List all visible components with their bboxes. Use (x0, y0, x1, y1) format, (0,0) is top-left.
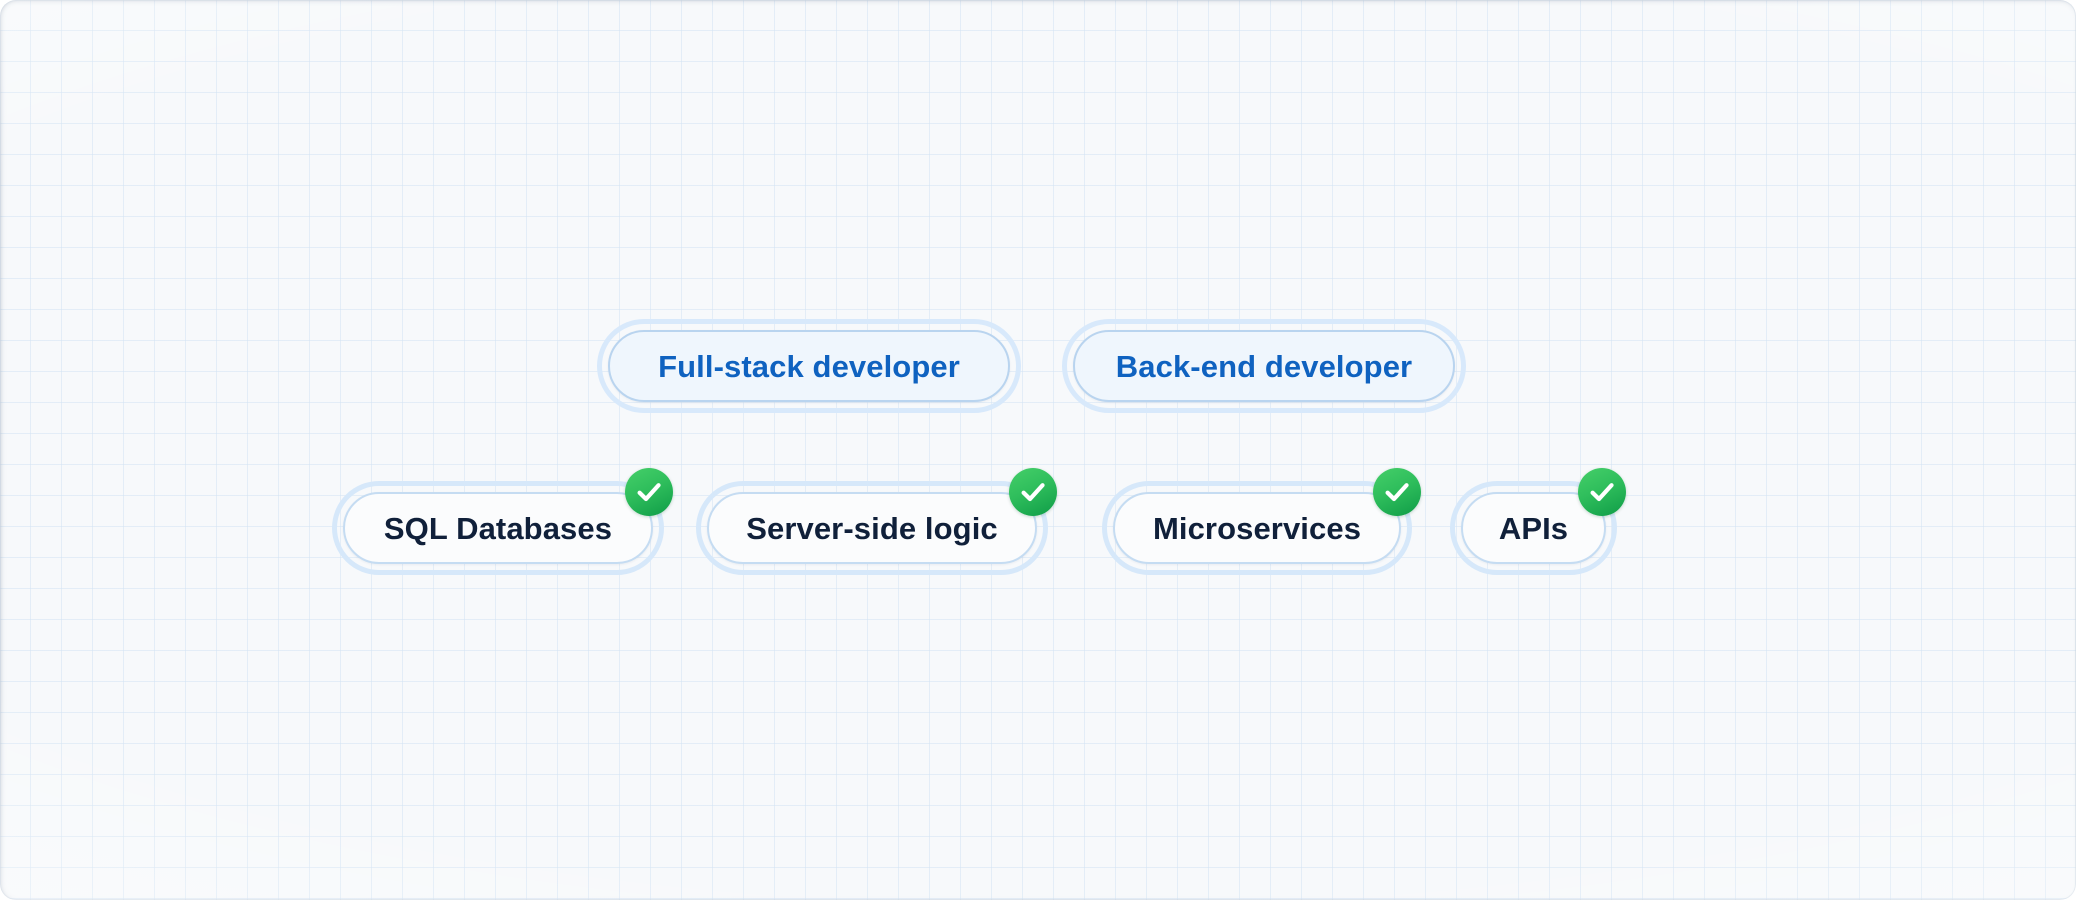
node-full-stack-developer[interactable]: Full-stack developer (597, 319, 1021, 413)
check-icon[interactable] (625, 468, 673, 516)
node-label: APIs (1498, 510, 1569, 546)
node-label: SQL Databases (383, 510, 613, 546)
node-server-side-logic[interactable]: Server-side logic (696, 468, 1057, 575)
node-back-end-developer[interactable]: Back-end developer (1062, 319, 1466, 413)
node-label: Microservices (1152, 510, 1362, 546)
node-label: Back-end developer (1115, 348, 1413, 384)
node-microservices[interactable]: Microservices (1102, 468, 1421, 575)
check-icon[interactable] (1578, 468, 1626, 516)
check-icon[interactable] (1373, 468, 1421, 516)
check-icon[interactable] (1009, 468, 1057, 516)
node-apis[interactable]: APIs (1450, 468, 1626, 575)
node-label: Server-side logic (746, 510, 998, 546)
node-label: Full-stack developer (658, 348, 960, 384)
node-sql-databases[interactable]: SQL Databases (332, 468, 673, 575)
